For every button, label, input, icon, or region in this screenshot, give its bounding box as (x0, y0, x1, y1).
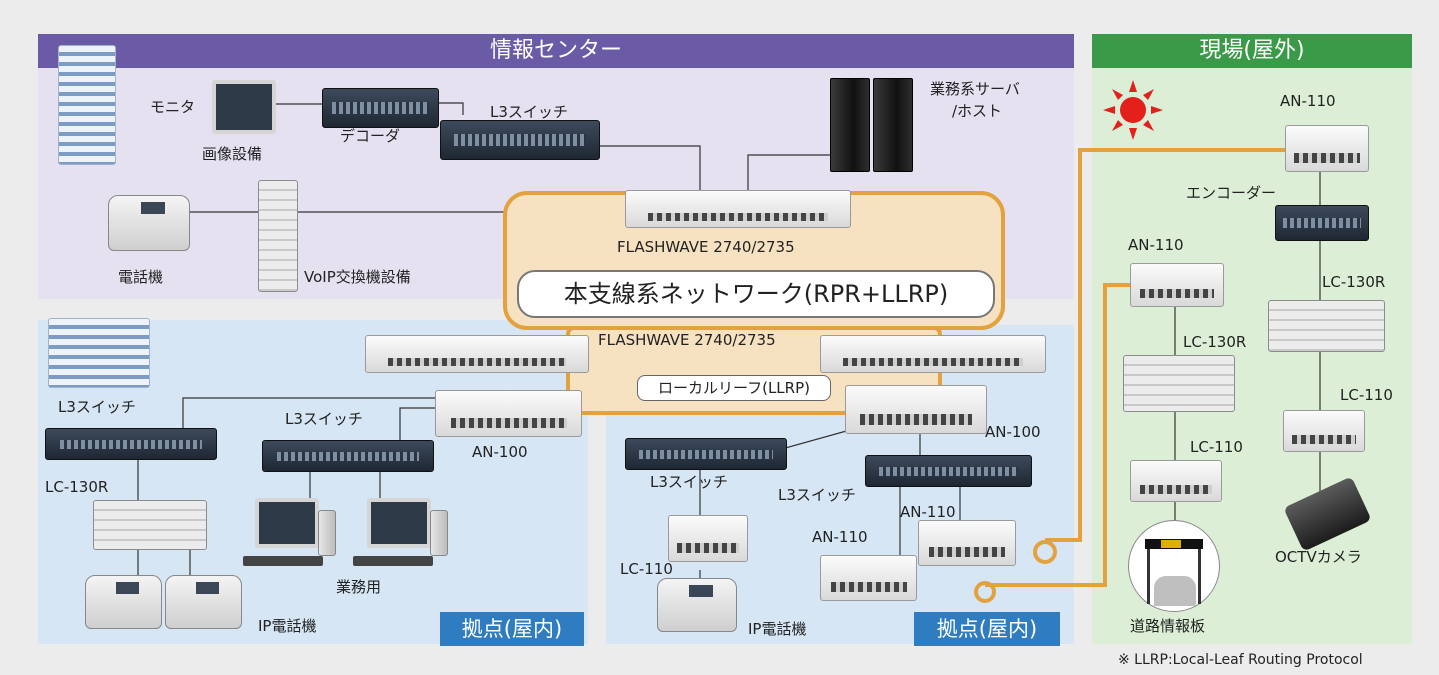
branch-left-phone-icon-1 (85, 575, 162, 629)
keyboard-icon-2 (353, 556, 433, 566)
center-phone-label: 電話機 (118, 268, 164, 286)
branch-right-l3switch-b-label: L3スイッチ (778, 486, 856, 504)
field-lc110-b-label: LC-110 (1340, 386, 1393, 404)
voip-label: VoIP交換機設備 (304, 268, 411, 286)
pc-tower-icon-2 (430, 510, 448, 556)
server-label-line2: /ホスト (952, 102, 1003, 120)
backbone-network-box: 本支線系ネットワーク(RPR+LLRP) (517, 270, 995, 318)
branch-right-ip-phone-label: IP電話機 (748, 620, 807, 638)
branch-left-l3switch-a-icon (45, 428, 217, 460)
branch-right-an100-label: AN-100 (985, 423, 1041, 441)
flashwave-center-icon (625, 190, 851, 228)
decoder-icon (322, 88, 439, 128)
center-phone-icon (108, 195, 190, 251)
field-an110-top-icon (1285, 125, 1369, 172)
branch-right-an110-icon-b (820, 555, 917, 601)
keyboard-icon-1 (243, 556, 323, 566)
field-lc130r-b-icon (1123, 355, 1235, 412)
branch-right-lc110-icon (668, 515, 748, 562)
branch-left-lc130r-icon (93, 500, 207, 550)
field-lc110-a-icon (1130, 460, 1222, 502)
building-icon (58, 45, 116, 165)
monitor-icon (212, 80, 276, 134)
flashwave-label-top: FLASHWAVE 2740/2735 (617, 238, 795, 256)
decoder-label: デコーダ (340, 127, 401, 145)
field-lc130r-a-label: LC-130R (1322, 273, 1386, 291)
branch-right-l3switch-a-label: L3スイッチ (650, 473, 728, 491)
business-label: 業務用 (336, 578, 382, 596)
field-an110-mid-icon (1130, 263, 1224, 307)
branch-right-l3switch-a-icon (625, 438, 787, 470)
branch-right-l3switch-b-icon (865, 455, 1032, 487)
branch-left-l3switch-a-label: L3スイッチ (58, 398, 136, 416)
flashwave-left-icon (365, 335, 589, 373)
branch-right-an110-icon-a (918, 520, 1016, 566)
server-label-line1: 業務系サーバ (930, 80, 1020, 98)
encoder-icon (1275, 205, 1369, 241)
server-icon-1 (830, 78, 870, 172)
field-lc110-b-icon (1283, 410, 1365, 452)
branch-right-an100-icon (845, 385, 987, 434)
field-lc110-a-label: LC-110 (1190, 438, 1243, 456)
branch-right-phone-icon (657, 578, 737, 632)
local-leaf-box: ローカルリーフ(LLRP) (637, 375, 831, 401)
branch-building-icon (48, 318, 150, 388)
pc-tower-icon-1 (318, 510, 336, 556)
field-header: 現場(屋外) (1092, 34, 1412, 68)
road-sign-icon (1128, 520, 1220, 612)
voip-rack-icon (258, 180, 298, 292)
encoder-label: エンコーダー (1186, 184, 1277, 202)
footnote: ※ LLRP:Local-Leaf Routing Protocol (1118, 652, 1363, 668)
sun-icon (1103, 80, 1163, 140)
field-lc130r-b-label: LC-130R (1183, 333, 1247, 351)
branch-right-an110-label: AN-110 (900, 503, 956, 521)
field-an110-mid-label: AN-110 (1128, 236, 1184, 254)
branch-left-an100-label: AN-100 (472, 443, 528, 461)
pc-monitor-icon-2 (367, 498, 431, 548)
image-equipment-label: 画像設備 (202, 145, 263, 163)
branch-left-l3switch-b-icon (262, 440, 434, 472)
branch-left-ip-phone-label: IP電話機 (258, 617, 317, 635)
flashwave-label-bottom: FLASHWAVE 2740/2735 (598, 331, 776, 349)
center-l3switch-icon (440, 120, 600, 160)
field-lc130r-a-icon (1268, 300, 1385, 352)
server-icon-2 (873, 78, 913, 172)
pc-monitor-icon-1 (255, 498, 319, 548)
info-center-header: 情報センター (38, 34, 1074, 68)
flashwave-right-icon (820, 335, 1046, 373)
field-an110-top-label: AN-110 (1280, 92, 1336, 110)
branch-left-l3switch-b-label: L3スイッチ (285, 410, 363, 428)
branch-right-lc110-label: LC-110 (620, 560, 673, 578)
branch-left-badge: 拠点(屋内) (440, 612, 584, 646)
camera-label: OCTVカメラ (1275, 548, 1362, 566)
monitor-label: モニタ (150, 98, 196, 116)
branch-right-an110-b-label: AN-110 (812, 528, 868, 546)
branch-left-phone-icon-2 (165, 575, 242, 629)
branch-left-an100-icon (435, 390, 582, 437)
branch-right-badge: 拠点(屋内) (914, 612, 1060, 646)
center-l3switch-label: L3スイッチ (490, 103, 568, 121)
road-sign-label: 道路情報板 (1130, 617, 1206, 635)
branch-left-lc130r-label: LC-130R (45, 478, 109, 496)
